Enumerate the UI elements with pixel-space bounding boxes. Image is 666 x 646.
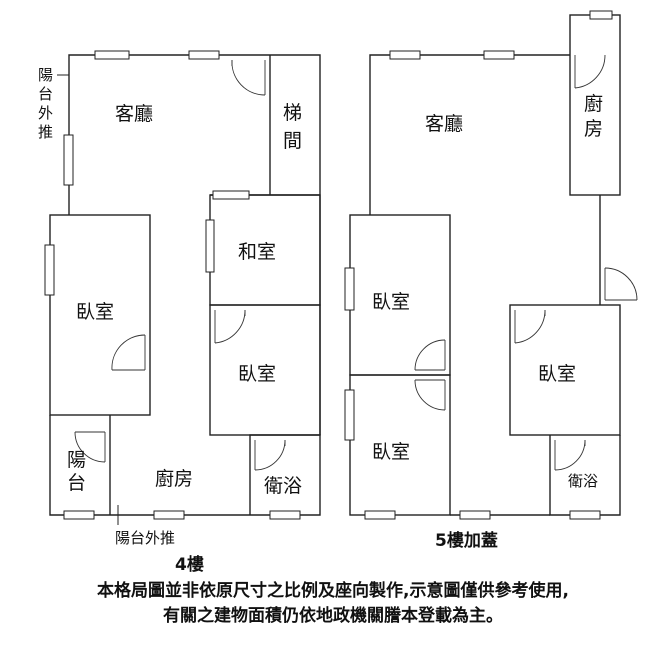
- floor4-caption: 4樓: [175, 554, 204, 575]
- room-label-bedroom: 臥室: [76, 301, 114, 323]
- balcony-extension-label: 陽: [38, 66, 53, 84]
- window: [344, 267, 355, 311]
- floor5-bedroom-right-wall: [509, 304, 621, 436]
- floor5-caption: 5樓加蓋: [435, 530, 498, 551]
- window: [205, 219, 215, 273]
- room-label-living: 客廳: [425, 113, 463, 135]
- window: [389, 50, 421, 60]
- room-label-bedroom: 臥室: [372, 291, 410, 313]
- floor5-plan: 客廳 廚 房 臥室 臥室 臥室 衛浴 5樓加蓋: [344, 10, 638, 551]
- window: [269, 510, 301, 520]
- room-label-balcony: 台: [67, 472, 86, 494]
- disclaimer-line-1: 本格局圖並非依原尺寸之比例及座向製作,示意圖僅供參考使用,: [97, 581, 569, 601]
- room-label-kitchen: 廚: [584, 92, 603, 115]
- room-label-living: 客廳: [115, 103, 153, 125]
- room-label-bedroom: 臥室: [538, 363, 576, 385]
- room-label-bedroom: 臥室: [372, 441, 410, 463]
- window: [344, 389, 355, 441]
- window: [153, 510, 185, 520]
- door-icon: [414, 379, 446, 411]
- door-icon: [414, 339, 446, 371]
- floor5-living-wall: [369, 54, 570, 215]
- room-label-tatami: 和室: [238, 241, 276, 263]
- room-label-kitchen: 房: [584, 118, 603, 140]
- room-label-bath: 衛浴: [264, 475, 302, 497]
- door-icon: [604, 267, 638, 301]
- room-label-kitchen: 廚房: [155, 467, 193, 490]
- window: [63, 134, 74, 186]
- room-label-stairs: 梯: [283, 102, 302, 124]
- window: [212, 190, 250, 200]
- window: [94, 50, 130, 60]
- balcony-extension-label: 台: [38, 85, 53, 103]
- door-icon: [514, 309, 546, 344]
- door-icon: [554, 439, 586, 471]
- window: [364, 510, 396, 520]
- window: [188, 50, 220, 60]
- disclaimer-line-2: 有關之建物面積仍依地政機關謄本登載為主。: [163, 606, 503, 626]
- door-icon: [254, 439, 286, 471]
- room-label-bedroom: 臥室: [238, 363, 276, 385]
- door-icon: [574, 54, 606, 89]
- door-icon: [74, 431, 106, 463]
- floor4-bottom-wall: [49, 415, 321, 516]
- window: [63, 510, 95, 520]
- door-icon: [231, 59, 266, 96]
- window: [569, 510, 601, 520]
- balcony-extension-label: 外: [38, 104, 53, 122]
- window: [44, 244, 55, 296]
- balcony-extension-label: 推: [38, 123, 53, 141]
- window: [483, 50, 515, 60]
- window: [589, 10, 613, 20]
- floor4-bedroom-left-wall: [49, 214, 151, 416]
- room-label-balcony: 陽: [67, 449, 86, 471]
- room-label-stairs: 間: [283, 130, 302, 152]
- floor5-bedroom-lower-wall: [349, 374, 451, 516]
- door-icon: [111, 334, 146, 371]
- window: [459, 510, 491, 520]
- balcony-extension-label: 陽台外推: [115, 529, 175, 547]
- floor4-plan: 客廳 梯 間 和室 臥室 臥室 陽 台 廚房 衛浴 陽 台 外 推 陽台外推 4…: [38, 50, 321, 575]
- room-label-bath: 衛浴: [568, 472, 598, 490]
- door-icon: [214, 309, 246, 344]
